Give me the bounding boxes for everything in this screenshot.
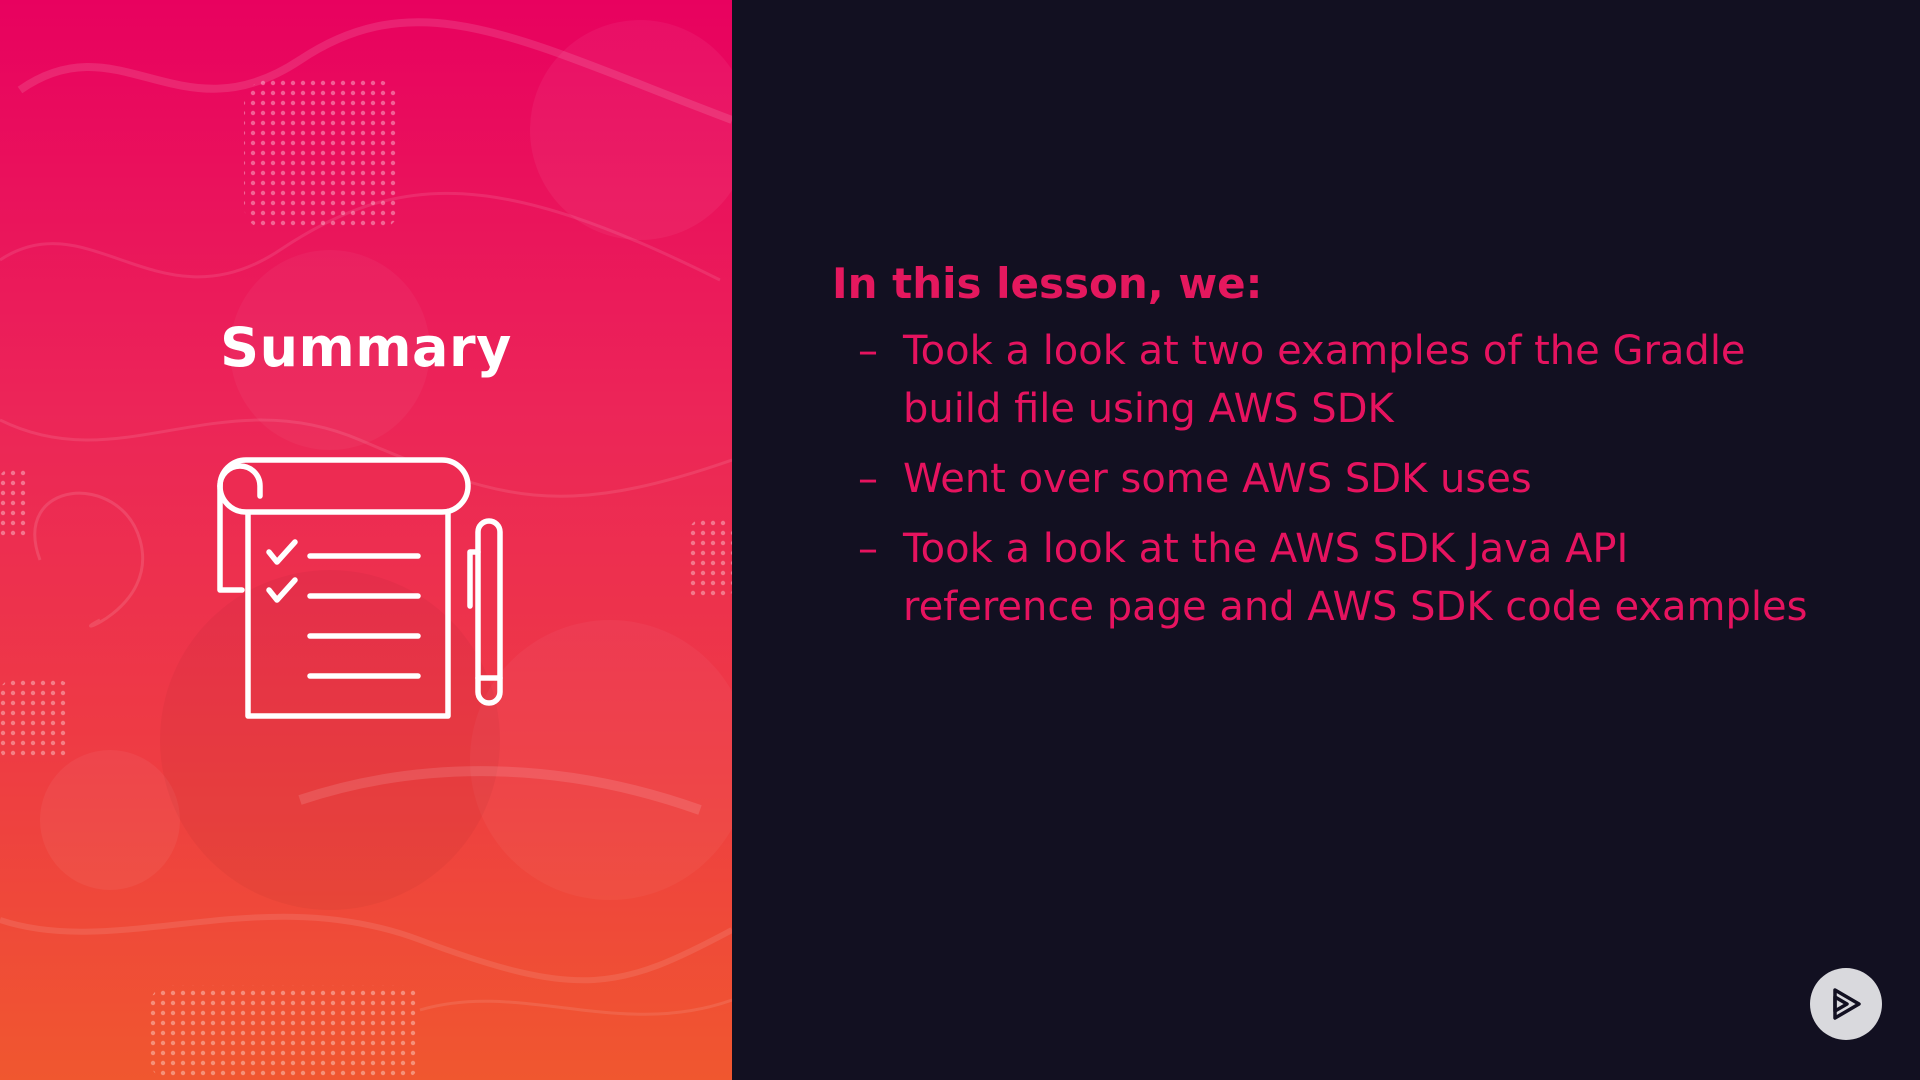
title-panel: Summary [0,0,732,1080]
bullet-text: Took a look at the AWS SDK Java API refe… [903,526,1808,630]
bullet-text: Went over some AWS SDK uses [903,456,1532,502]
list-item: – Took a look at the AWS SDK Java API re… [832,520,1832,636]
bullet-dash: – [858,328,878,374]
lesson-heading: In this lesson, we: [832,259,1263,308]
lesson-summary: In this lesson, we: – Took a look at two… [832,254,1832,648]
bullet-dash: – [858,456,878,502]
summary-title: Summary [220,316,512,379]
play-logo-icon [1810,968,1882,1040]
notepad-checklist-icon [217,457,503,719]
list-item: – Went over some AWS SDK uses [832,450,1832,508]
bullet-list: – Took a look at two examples of the Gra… [832,322,1832,636]
pen-icon [467,518,503,706]
decorative-background [0,18,732,1080]
list-item: – Took a look at two examples of the Gra… [832,322,1832,438]
bullet-dash: – [858,526,878,572]
bullet-text: Took a look at two examples of the Gradl… [903,328,1746,432]
